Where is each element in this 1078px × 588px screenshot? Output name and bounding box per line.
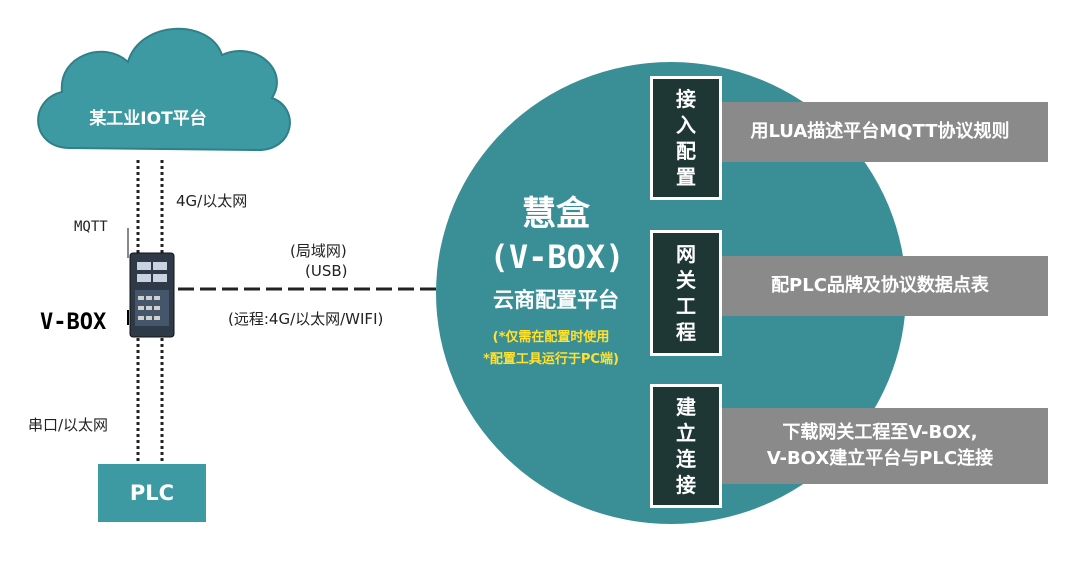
vbox-device — [129, 252, 175, 338]
step-2-desc-text: 配PLC品牌及协议数据点表 — [771, 274, 989, 296]
mqtt-label: MQTT — [74, 219, 108, 235]
usb-label: (USB) — [305, 262, 348, 280]
platform-note-2: *配置工具运行于PC端) — [483, 352, 619, 367]
platform-title: 慧盒 — [522, 194, 590, 234]
platform-note-1: (*仅需在配置时使用 — [492, 330, 610, 345]
step-3-title: 建立连接 — [676, 395, 696, 497]
step-1-desc: 用LUA描述平台MQTT协议规则 — [712, 102, 1048, 162]
cloud-link-label: 4G/以太网 — [176, 192, 248, 210]
step-3-desc: 下载网关工程至V-BOX, V-BOX建立平台与PLC连接 — [712, 408, 1048, 484]
step-3-title-box: 建立连接 — [650, 384, 722, 508]
lan-label: (局域网) — [290, 242, 347, 260]
step-3-desc-text-2: V-BOX建立平台与PLC连接 — [766, 448, 994, 469]
cloud-shape — [37, 27, 291, 152]
step-2-title: 网关工程 — [676, 242, 696, 344]
step-1-title-box: 接入配置 — [650, 76, 722, 200]
serial-label: 串口/以太网 — [28, 416, 109, 434]
cloud-label: 某工业IOT平台 — [89, 109, 207, 129]
platform-subtitle: 云商配置平台 — [493, 288, 619, 312]
step-3-desc-text-1: 下载网关工程至V-BOX, — [782, 421, 978, 443]
remote-label: (远程:4G/以太网/WIFI) — [228, 310, 384, 328]
step-1-title: 接入配置 — [676, 87, 696, 189]
vbox-label: V-BOX — [40, 310, 107, 335]
plc-box: PLC — [98, 464, 206, 522]
step-1-desc-text: 用LUA描述平台MQTT协议规则 — [750, 120, 1010, 142]
step-2-desc: 配PLC品牌及协议数据点表 — [712, 256, 1048, 316]
plc-label: PLC — [129, 481, 175, 505]
step-2-title-box: 网关工程 — [650, 230, 722, 356]
platform-title-vbox: (V-BOX) — [489, 238, 625, 276]
